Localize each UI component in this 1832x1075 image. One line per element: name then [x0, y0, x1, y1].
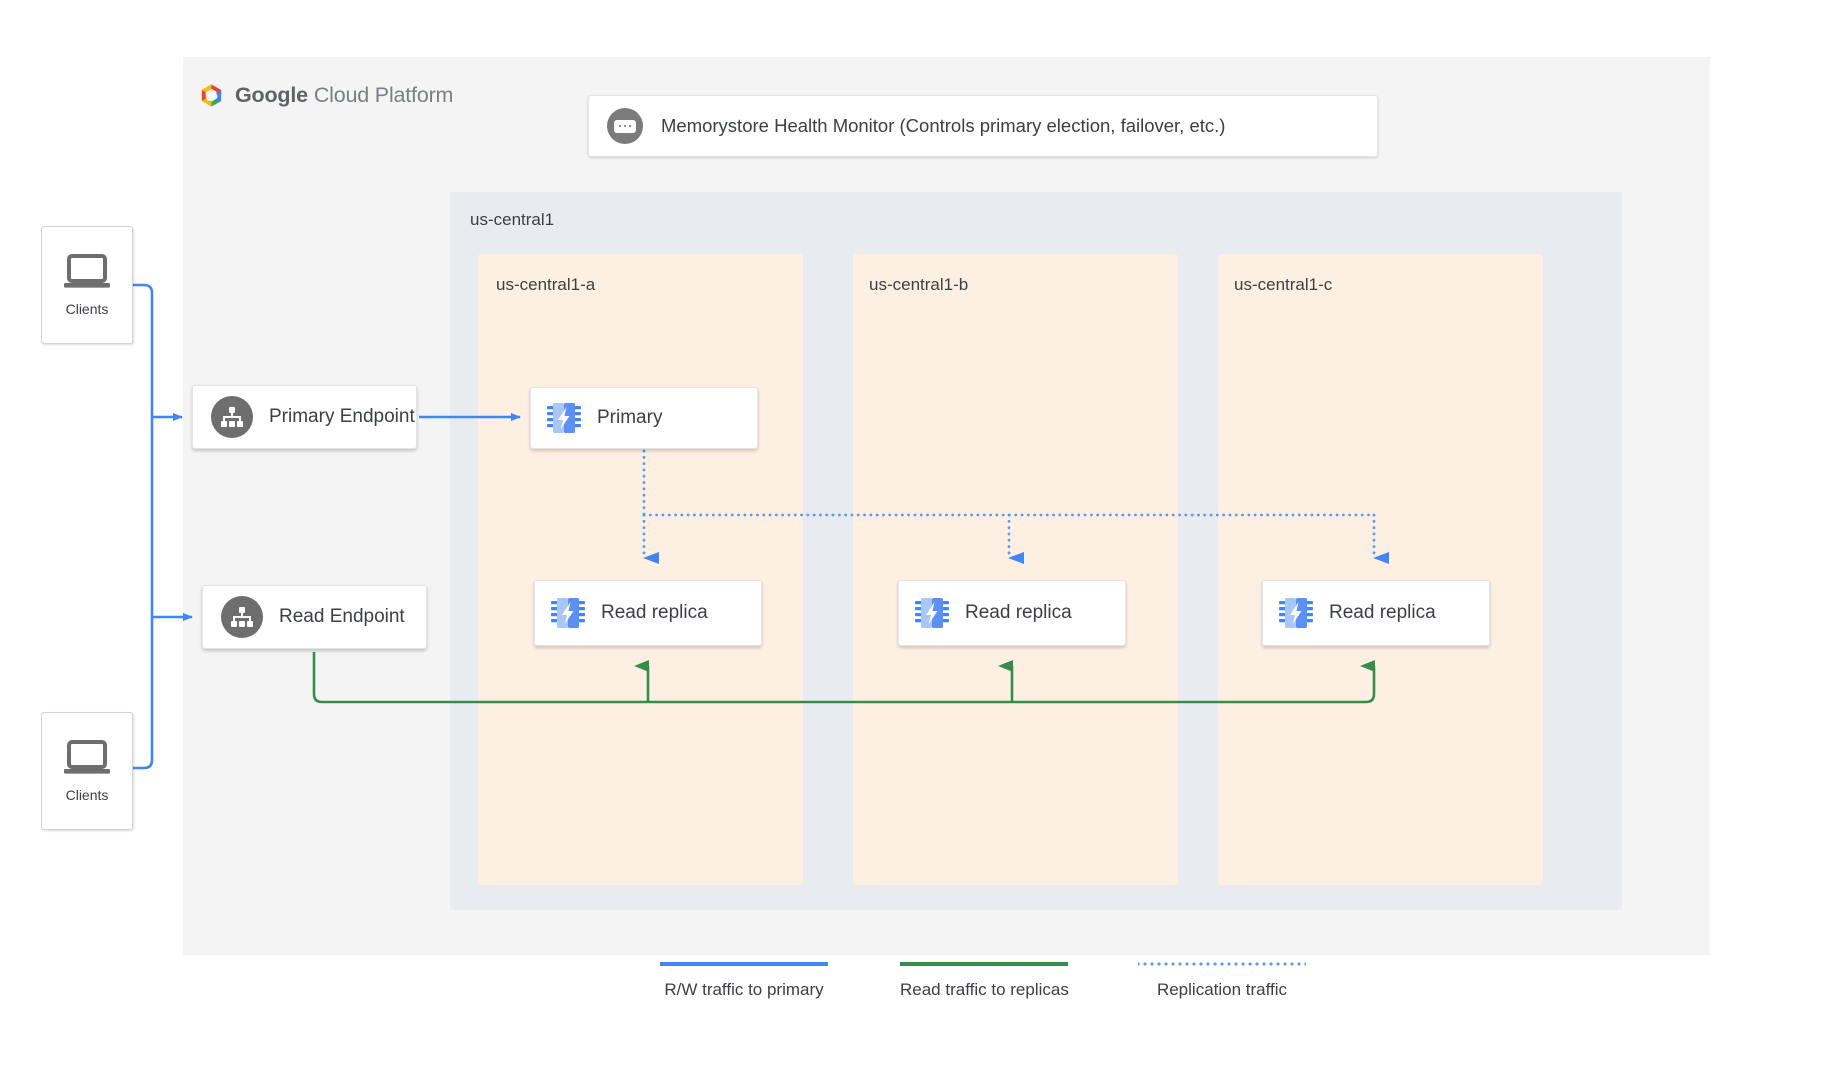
- legend: R/W traffic to primary Read traffic to r…: [660, 962, 1360, 1022]
- zone-label-a: us-central1-a: [496, 275, 596, 294]
- zone-label-c: us-central1-c: [1234, 275, 1333, 294]
- legend-item-rw-traffic: R/W traffic to primary: [660, 962, 828, 1000]
- laptop-icon: [64, 254, 110, 288]
- region-label: us-central1: [470, 210, 555, 229]
- memorystore-chip-icon: [1279, 598, 1313, 628]
- read-replica-label: Read replica: [965, 602, 1072, 623]
- memorystore-chip-icon: [547, 403, 581, 433]
- gcp-logo: Google Cloud Platform: [198, 76, 618, 114]
- primary-node-card[interactable]: Primary: [530, 387, 758, 449]
- legend-swatch-green-line: [900, 962, 1069, 966]
- read-endpoint-card[interactable]: Read Endpoint: [202, 585, 427, 649]
- hierarchy-icon: [211, 396, 253, 438]
- legend-item-read-traffic: Read traffic to replicas: [900, 962, 1069, 1000]
- read-replica-label: Read replica: [601, 602, 708, 623]
- memorystore-chip-icon: [915, 598, 949, 628]
- clients-box-top[interactable]: Clients: [41, 226, 133, 344]
- logo-word-cloud-platform: Cloud Platform: [313, 82, 454, 107]
- google-cloud-hexagon-icon: [201, 83, 222, 107]
- memorystore-chip-icon: [551, 598, 585, 628]
- read-replica-card-b[interactable]: Read replica: [898, 580, 1126, 646]
- logo-word-google: Google: [235, 82, 308, 107]
- status-pill-icon: [607, 108, 643, 144]
- primary-endpoint-label: Primary Endpoint: [269, 406, 415, 427]
- health-monitor-card[interactable]: Memorystore Health Monitor (Controls pri…: [588, 95, 1378, 157]
- legend-item-replication-traffic: Replication traffic: [1138, 962, 1306, 1000]
- clients-label: Clients: [65, 787, 109, 803]
- clients-box-bottom[interactable]: Clients: [41, 712, 133, 830]
- zone-us-central1-b: [853, 254, 1178, 885]
- legend-label: R/W traffic to primary: [664, 980, 824, 999]
- hierarchy-icon: [221, 596, 263, 638]
- read-endpoint-label: Read Endpoint: [279, 606, 405, 627]
- primary-endpoint-card[interactable]: Primary Endpoint: [192, 385, 417, 449]
- legend-label: Read traffic to replicas: [900, 980, 1069, 999]
- zone-label-b: us-central1-b: [869, 275, 969, 294]
- zone-us-central1-c: [1218, 254, 1543, 885]
- laptop-icon: [64, 740, 110, 774]
- clients-label: Clients: [65, 301, 109, 317]
- legend-swatch-blue-line: [660, 962, 828, 966]
- health-monitor-label: Memorystore Health Monitor (Controls pri…: [661, 115, 1226, 136]
- read-replica-card-a[interactable]: Read replica: [534, 580, 762, 646]
- legend-label: Replication traffic: [1156, 980, 1288, 999]
- read-replica-label: Read replica: [1329, 602, 1436, 623]
- zone-us-central1-a: [478, 254, 803, 885]
- legend-swatch-dotted-blue-line: [1138, 962, 1306, 966]
- read-replica-card-c[interactable]: Read replica: [1262, 580, 1490, 646]
- primary-node-label: Primary: [597, 407, 663, 428]
